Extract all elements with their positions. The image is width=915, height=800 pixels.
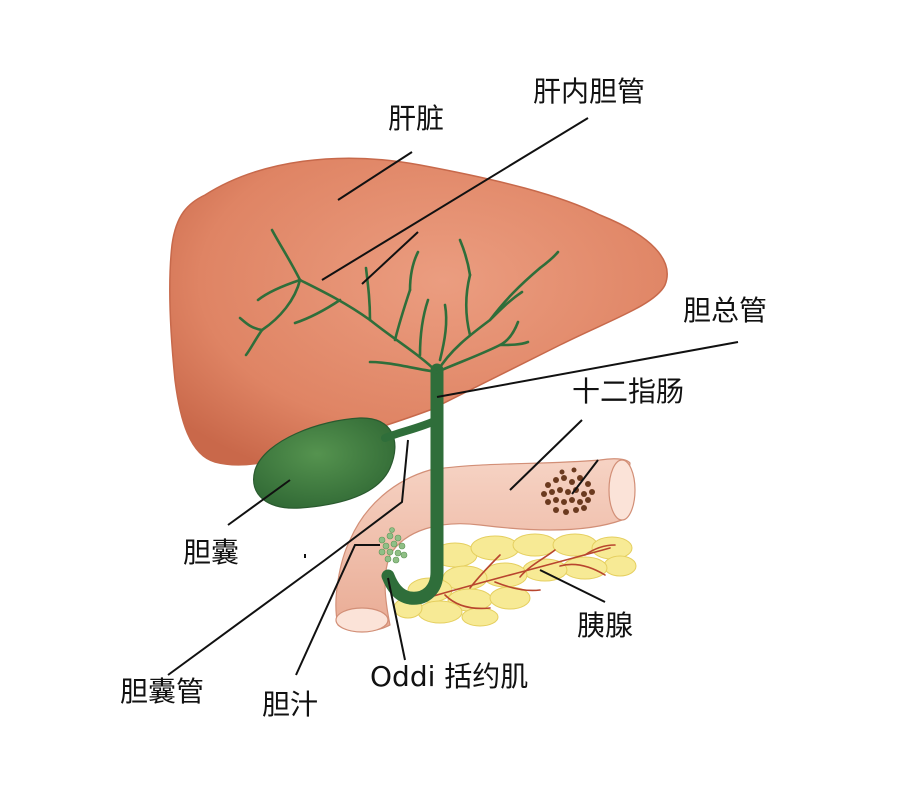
label-common-bile-duct: 胆总管 (683, 294, 768, 327)
bile-duct-system (381, 363, 444, 605)
leader-cystic-duct (167, 439, 409, 676)
leader-intrahepatic-2 (361, 231, 419, 285)
common-bile-duct-shape (381, 363, 444, 605)
intrahepatic-ducts (238, 228, 560, 374)
leader-mucosa (571, 459, 599, 495)
gallbladder-shape (253, 417, 396, 509)
label-intrahepatic-duct: 肝内胆管 (533, 75, 646, 108)
leader-intrahepatic-1 (321, 117, 589, 281)
leader-gallbladder (227, 479, 291, 526)
pancreas-vessels (419, 544, 616, 610)
label-gallbladder: 胆囊 (183, 536, 240, 569)
label-cystic-duct: 胆囊管 (120, 675, 205, 708)
duodenum-opening-top (608, 459, 636, 521)
label-bile: 胆汁 (262, 688, 319, 721)
label-liver: 肝脏 (388, 102, 445, 135)
label-pancreas: 胰腺 (577, 609, 634, 642)
leader-common-bile-duct (436, 341, 739, 398)
leader-lines (167, 117, 739, 676)
cystic-duct-shape (381, 416, 441, 442)
bile-droplets (378, 527, 408, 564)
leader-bile (295, 544, 380, 676)
leader-oddi (387, 577, 406, 661)
label-duodenum: 十二指肠 (572, 375, 685, 408)
leader-liver (337, 151, 413, 201)
leader-pancreas (539, 569, 606, 603)
pancreas-shape (393, 533, 637, 627)
label-oddi-sphincter: Oddi 括约肌 (370, 660, 529, 693)
leader-duodenum (509, 419, 583, 491)
duodenal-mucosa (541, 467, 595, 515)
liver-shape (169, 157, 668, 466)
duodenum-opening-bottom (335, 607, 389, 633)
